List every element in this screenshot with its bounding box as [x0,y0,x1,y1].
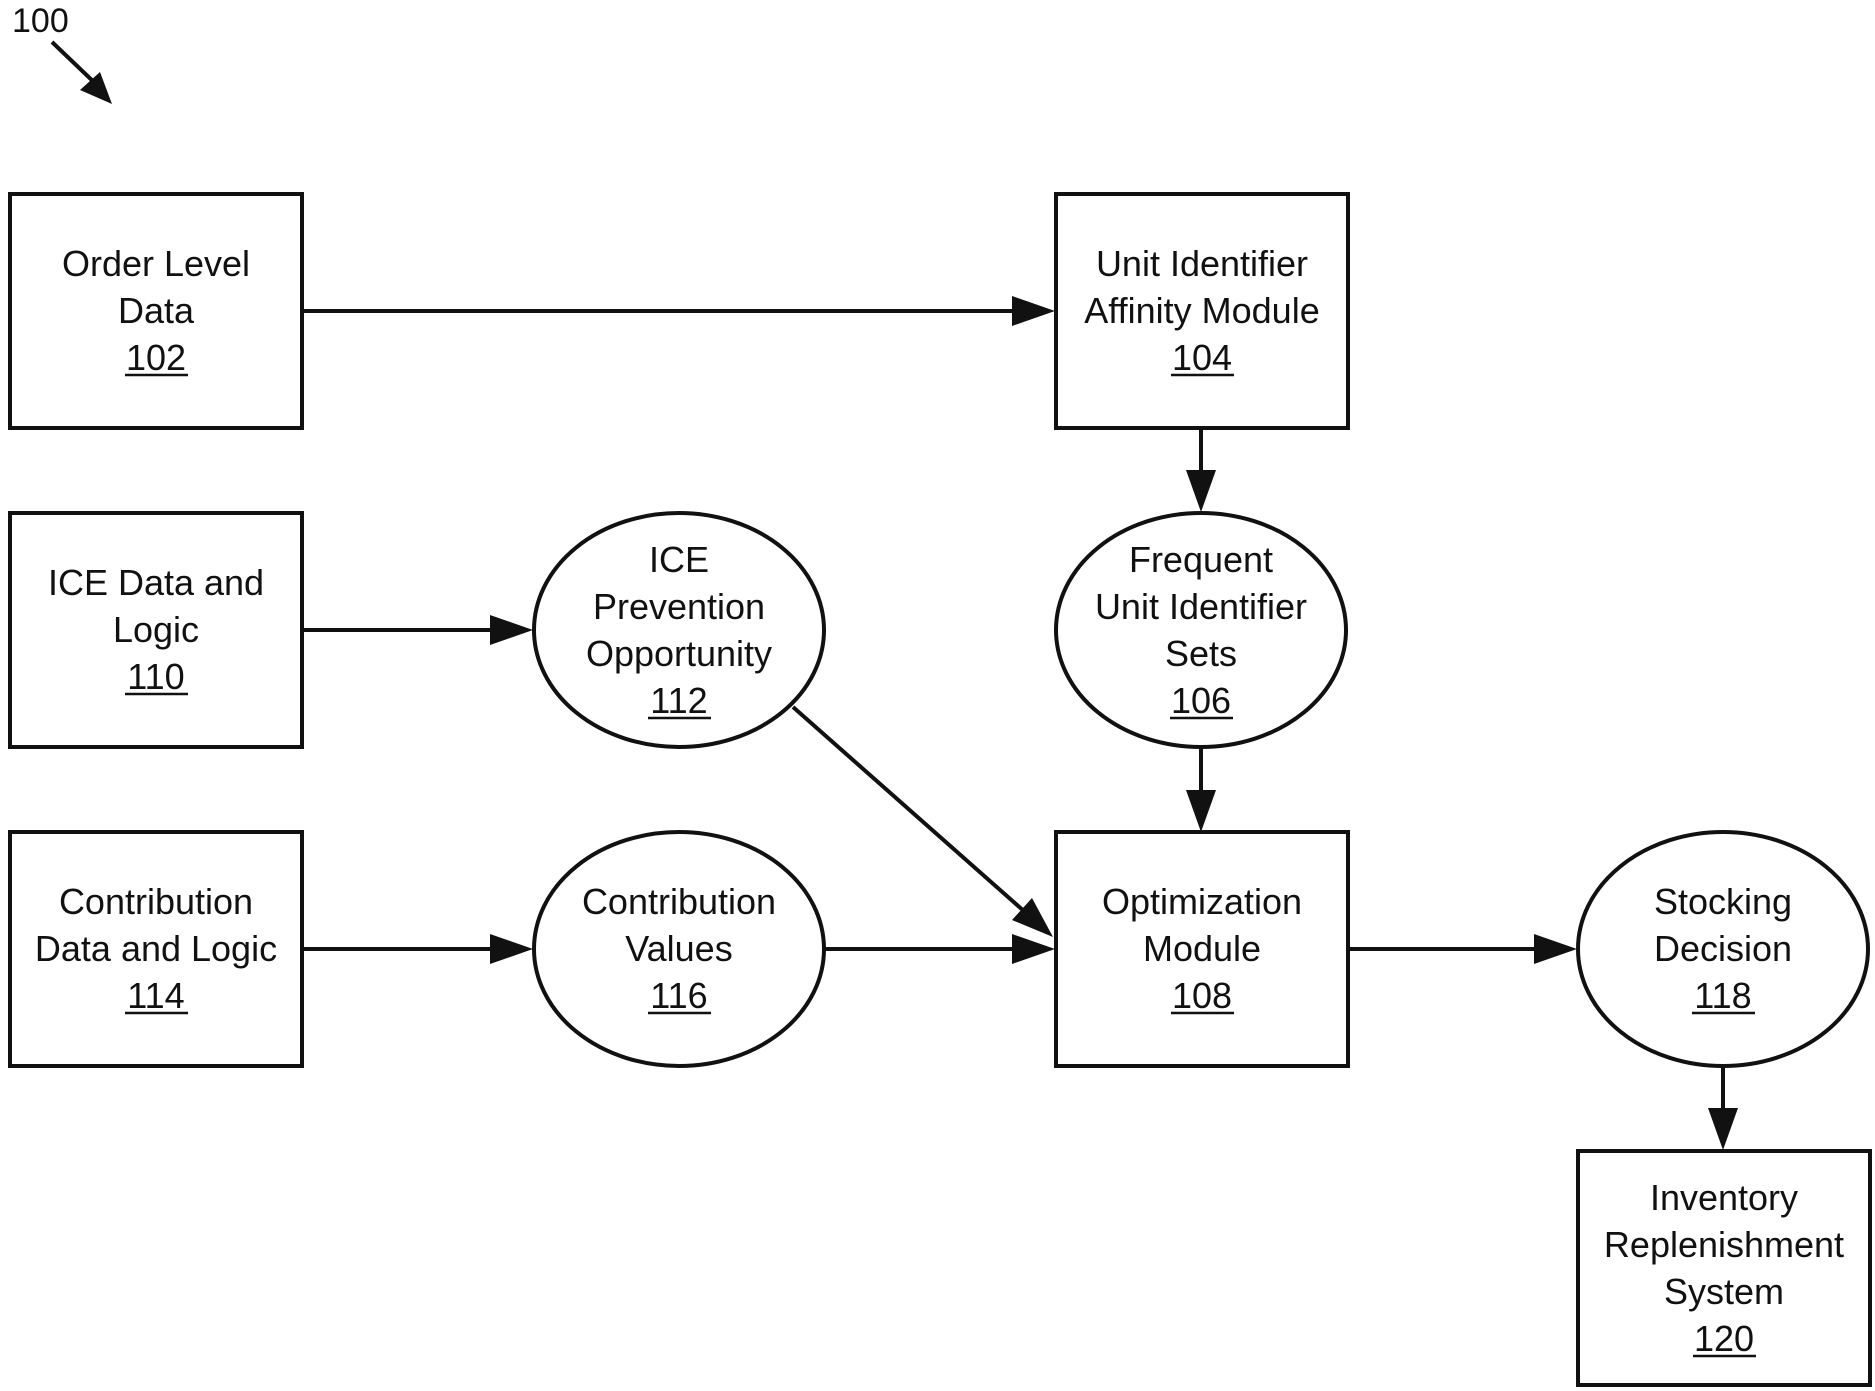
edge-104-106-arrowhead [1186,470,1216,512]
edge-106-108-arrowhead [1186,790,1216,832]
edge-112-108-arrowhead [1012,898,1053,937]
figure-label-group: 100 [12,2,112,104]
node-112-ref: 112 [650,680,707,721]
figure-pointer-arrowhead [80,72,112,104]
edge-118-120-arrowhead [1708,1108,1738,1150]
node-ice-prevention-opportunity: ICE Prevention Opportunity 112 [532,511,826,749]
edge-102-104-arrowhead [1012,296,1055,326]
node-stocking-decision: Stocking Decision 118 [1576,830,1870,1068]
edge-110-112-arrowhead [490,615,533,645]
node-116-line-2: Values [625,928,732,969]
node-106-ref: 106 [1171,680,1231,721]
node-104-line-2: Affinity Module [1084,290,1319,331]
edge-116-108-arrowhead [1012,934,1055,964]
node-106-line-2: Unit Identifier [1095,586,1307,627]
node-102-line-1: Order Level [62,243,250,284]
node-116-line-1: Contribution [582,881,776,922]
node-118-ellipse [1576,830,1870,1068]
node-104-line-1: Unit Identifier [1096,243,1308,284]
node-116-ellipse [532,830,826,1068]
node-112-line-1: ICE [649,539,709,580]
node-108-line-1: Optimization [1102,881,1302,922]
node-110-line-2: Logic [113,609,199,650]
node-optimization-module: Optimization Module 108 [1054,830,1350,1068]
node-114-line-1: Contribution [59,881,253,922]
node-110-ref: 110 [127,656,184,697]
node-114-box [8,830,304,1068]
node-frequent-unit-identifier-sets: Frequent Unit Identifier Sets 106 [1054,511,1348,749]
edge-112-108 [791,705,1027,914]
node-120-line-2: Replenishment [1604,1224,1844,1265]
node-118-line-1: Stocking [1654,881,1792,922]
node-102-box [8,192,304,430]
node-118-ref: 118 [1694,975,1751,1016]
figure-pointer-line [50,40,100,88]
edge-108-118-arrowhead [1534,934,1577,964]
node-120-line-1: Inventory [1650,1177,1798,1218]
node-112-line-3: Opportunity [586,633,772,674]
node-contribution-data-and-logic: Contribution Data and Logic 114 [8,830,304,1068]
node-114-line-2: Data and Logic [35,928,277,969]
node-106-ellipse [1054,511,1348,749]
node-112-ellipse [532,511,826,749]
node-unit-identifier-affinity-module: Unit Identifier Affinity Module 104 [1054,192,1350,430]
node-106-line-1: Frequent [1129,539,1273,580]
node-inventory-replenishment-system: Inventory Replenishment System 120 [1576,1149,1872,1387]
node-116-ref: 116 [650,975,707,1016]
node-118-line-2: Decision [1654,928,1792,969]
node-120-box [1576,1149,1872,1387]
figure-label: 100 [12,2,69,40]
node-102-line-2: Data [118,290,195,331]
node-contribution-values: Contribution Values 116 [532,830,826,1068]
node-112-line-2: Prevention [593,586,765,627]
node-order-level-data: Order Level Data 102 [8,192,304,430]
node-104-ref: 104 [1172,337,1232,378]
node-ice-data-and-logic: ICE Data and Logic 110 [8,511,304,749]
node-102-ref: 102 [126,337,186,378]
node-108-line-2: Module [1143,928,1261,969]
node-108-ref: 108 [1172,975,1232,1016]
node-110-box [8,511,304,749]
node-120-ref: 120 [1694,1318,1754,1359]
edge-114-116-arrowhead [490,934,533,964]
node-104-box [1054,192,1350,430]
node-106-line-3: Sets [1165,633,1237,674]
node-120-line-3: System [1664,1271,1784,1312]
edges [300,296,1738,1150]
node-110-line-1: ICE Data and [48,562,264,603]
node-108-box [1054,830,1350,1068]
node-114-ref: 114 [127,975,184,1016]
